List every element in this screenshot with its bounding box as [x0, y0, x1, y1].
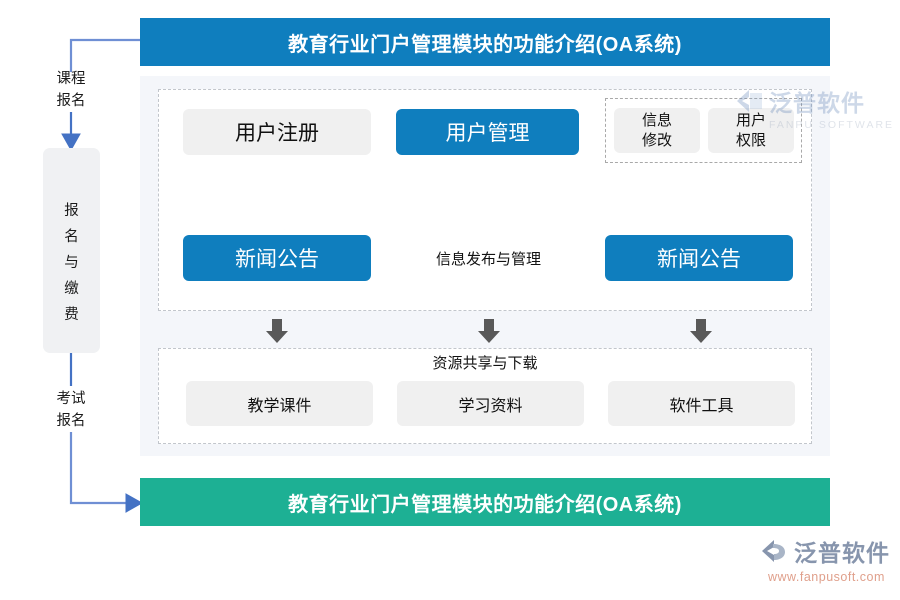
footer-title-text: 教育行业门户管理模块的功能介绍(OA系统): [288, 493, 682, 516]
node-software-tools-label: 软件工具: [669, 397, 734, 415]
watermark-bottom-cn: 泛普软件: [794, 540, 890, 566]
node-news-announcement-left-label: 新闻公告: [235, 247, 319, 271]
node-user-permission-label: 用户 权限: [735, 112, 766, 149]
node-teaching-courseware[interactable]: 教学课件: [186, 381, 373, 426]
header-title-text: 教育行业门户管理模块的功能介绍(OA系统): [288, 33, 682, 56]
node-user-register-label: 用户注册: [235, 121, 319, 145]
node-news-announcement-right-label: 新闻公告: [657, 247, 741, 271]
resource-sharing-title: 资源共享与下载: [432, 356, 538, 372]
watermark-top-en: FANPU SOFTWARE: [769, 119, 895, 131]
watermark-bottom-en: www.fanpusoft.com: [768, 570, 885, 584]
node-teaching-courseware-label: 教学课件: [247, 397, 312, 415]
node-study-materials-label: 学习资料: [458, 397, 523, 415]
footer-title-bar: 教育行业门户管理模块的功能介绍(OA系统): [140, 478, 830, 526]
node-user-manage[interactable]: 用户管理: [396, 109, 579, 155]
node-news-announcement-right[interactable]: 新闻公告: [605, 235, 793, 281]
node-user-permission[interactable]: 用户 权限: [708, 108, 794, 153]
news-flow-label: 信息发布与管理: [435, 252, 541, 268]
node-user-manage-label: 用户管理: [445, 121, 530, 145]
left-flow-connectors: [61, 38, 143, 513]
watermark-bottom: 泛普软件 www.fanpusoft.com: [760, 534, 900, 594]
signup-and-payment-label: 报 名 与 缴 费: [64, 203, 79, 323]
fanpu-logo-icon-bottom: [762, 540, 785, 562]
header-title-bar: 教育行业门户管理模块的功能介绍(OA系统): [140, 18, 830, 66]
fanpu-logo-icon: [737, 90, 762, 112]
left-label-course-signup: 课程 报名: [56, 71, 86, 109]
left-flow-column: 课程 报名 报 名 与 缴 费 考试 报名: [0, 0, 150, 540]
node-info-edit[interactable]: 信息 修改: [614, 108, 700, 153]
node-user-register[interactable]: 用户注册: [183, 109, 371, 155]
node-info-edit-label: 信息 修改: [641, 112, 672, 149]
diagram-panel: 用户注册 用户管理 信息 修改 用户 权限 新闻公告 信息发布与管理 新闻公告 …: [140, 76, 830, 456]
node-news-announcement-left[interactable]: 新闻公告: [183, 235, 371, 281]
left-label-exam-signup: 考试 报名: [56, 391, 86, 429]
node-study-materials[interactable]: 学习资料: [397, 381, 584, 426]
watermark-top: 泛普软件 FANPU SOFTWARE: [735, 84, 900, 142]
watermark-top-cn: 泛普软件: [769, 90, 865, 116]
node-software-tools[interactable]: 软件工具: [608, 381, 795, 426]
signup-and-payment-box[interactable]: 报 名 与 缴 费: [43, 148, 100, 353]
permission-dashed-box: [605, 98, 802, 163]
